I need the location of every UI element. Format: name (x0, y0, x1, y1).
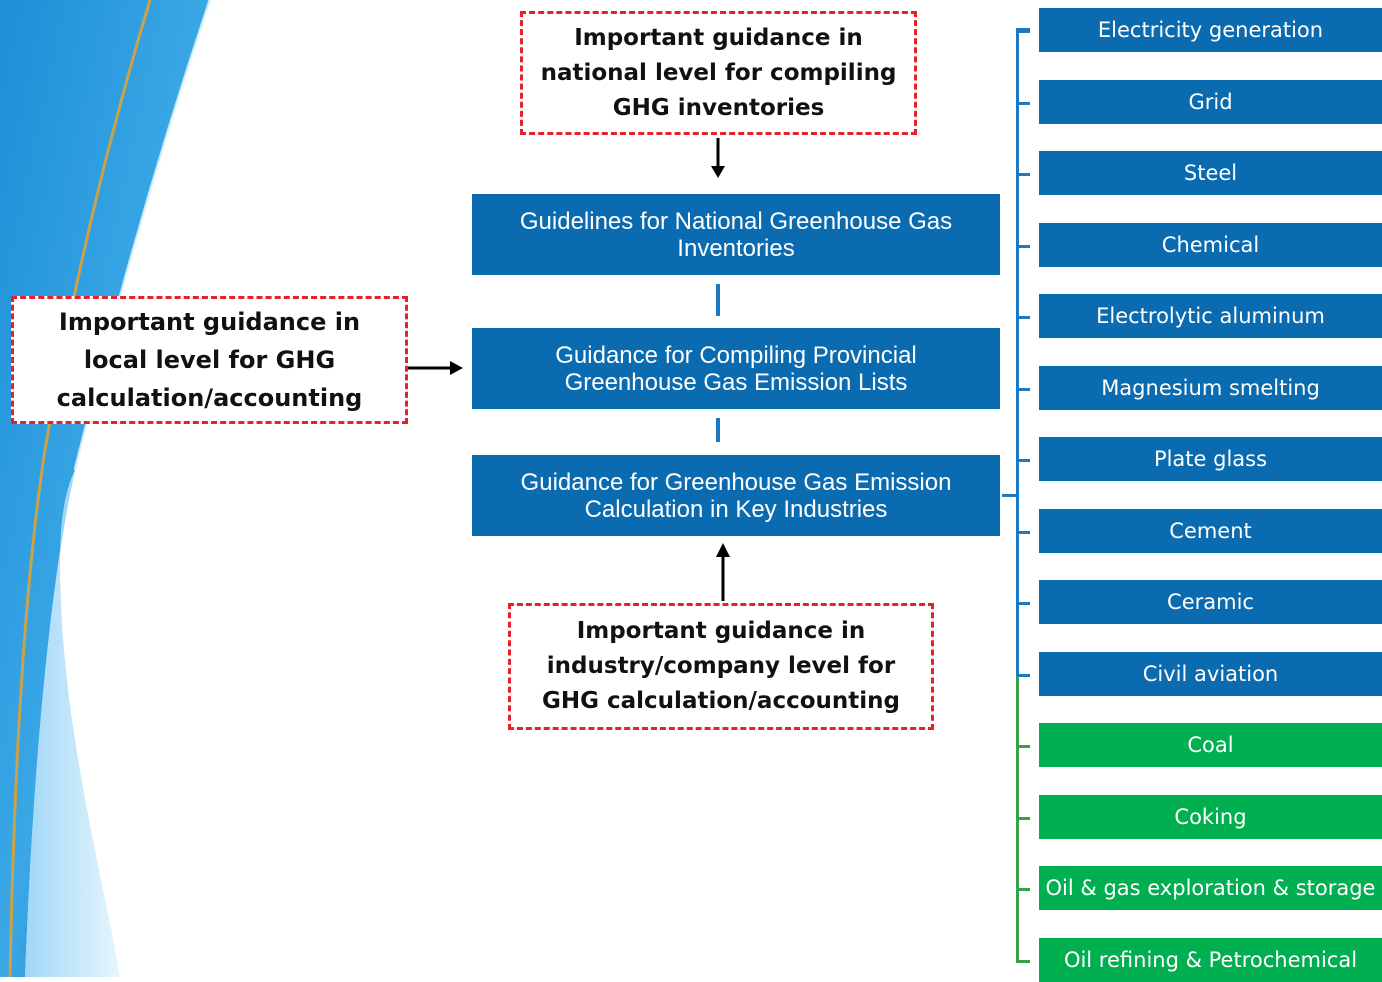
industry-label: Ceramic (1167, 590, 1254, 614)
industry-level-note: Important guidance in industry/company l… (508, 603, 934, 730)
industry-label: Coal (1187, 733, 1234, 757)
bracket-tick (1018, 102, 1030, 105)
down-arrow-icon (711, 138, 725, 178)
national-guidelines-box: Guidelines for National Greenhouse Gas I… (472, 194, 1000, 275)
bracket-tick (1018, 817, 1030, 820)
industry-bracket-top-cap (1016, 28, 1030, 31)
industry-item: Plate glass (1039, 437, 1382, 481)
local-level-note: Important guidance in local level for GH… (11, 296, 408, 424)
industry-item: Steel (1039, 151, 1382, 195)
bracket-tick (1018, 960, 1030, 963)
industry-item: Grid (1039, 80, 1382, 124)
industry-label: Oil refining & Petrochemical (1063, 948, 1358, 972)
industry-item: Ceramic (1039, 580, 1382, 624)
industry-label: Oil & gas exploration & storage (1045, 876, 1376, 900)
industry-item: Coal (1039, 723, 1382, 767)
industry-label: Chemical (1161, 233, 1260, 257)
industry-label: Steel (1183, 161, 1238, 185)
up-arrow-icon (716, 543, 730, 601)
provincial-guidance-box: Guidance for Compiling Provincial Greenh… (472, 328, 1000, 409)
connector-line (716, 418, 720, 442)
right-arrow-icon (408, 361, 463, 375)
bracket-tick (1018, 674, 1030, 677)
bracket-tick (1018, 245, 1030, 248)
bracket-tick (1018, 388, 1030, 391)
industry-item: Cement (1039, 509, 1382, 553)
industry-label: Coking (1174, 805, 1247, 829)
industry-bracket-green (1016, 676, 1019, 963)
national-level-note: Important guidance in national level for… (520, 11, 917, 135)
industry-label: Cement (1169, 519, 1252, 543)
bracket-tick (1018, 173, 1030, 176)
industry-item: Oil & gas exploration & storage (1039, 866, 1382, 910)
industry-label: Electricity generation (1097, 18, 1324, 42)
industry-label: Plate glass (1153, 447, 1268, 471)
bracket-tick (1018, 459, 1030, 462)
industry-bracket-blue (1016, 28, 1019, 676)
industry-item: Coking (1039, 795, 1382, 839)
industry-item: Oil refining & Petrochemical (1039, 938, 1382, 982)
bracket-tick (1018, 316, 1030, 319)
industry-label: Grid (1188, 90, 1233, 114)
industry-item: Chemical (1039, 223, 1382, 267)
industry-label: Civil aviation (1142, 662, 1279, 686)
bracket-tick (1018, 602, 1030, 605)
bracket-tick (1018, 531, 1030, 534)
bracket-tick (1018, 745, 1030, 748)
industry-label: Magnesium smelting (1101, 376, 1320, 400)
industry-label: Electrolytic aluminum (1096, 304, 1325, 328)
industry-item: Electricity generation (1039, 8, 1382, 52)
industry-item: Magnesium smelting (1039, 366, 1382, 410)
key-industries-guidance-box: Guidance for Greenhouse Gas Emission Cal… (472, 455, 1000, 536)
industry-item: Civil aviation (1039, 652, 1382, 696)
bracket-tick (1018, 30, 1030, 33)
industry-item: Electrolytic aluminum (1039, 294, 1382, 338)
industry-bracket-stem (1002, 494, 1019, 497)
connector-line (716, 284, 720, 316)
bracket-tick (1018, 888, 1030, 891)
